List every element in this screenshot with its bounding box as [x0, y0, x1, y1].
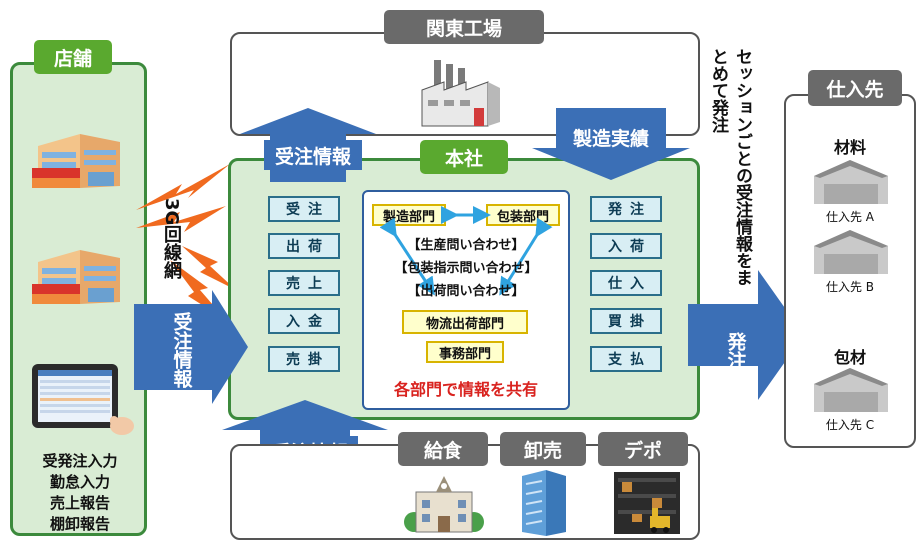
supplier-warehouse-icon: [814, 230, 888, 274]
production-results-arrow: [532, 108, 690, 180]
hq-item-receivable: 売掛: [268, 346, 340, 372]
supplier-c: 仕入先 C: [825, 418, 875, 432]
school-icon: [404, 476, 484, 533]
session-note: セッションごとの受注情報をまとめて発注: [708, 48, 752, 286]
supplier-warehouse-icon: [814, 368, 888, 412]
supplier-b: 仕入先 B: [825, 280, 875, 294]
hq-item-stocking: 仕入: [590, 270, 662, 296]
store-task-list: 受発注入力 勤怠入力 売上報告 棚卸報告: [18, 450, 142, 534]
material-label: 材料: [833, 138, 866, 157]
tablet-icon: [32, 364, 134, 435]
dept-logistics: 物流出荷部門: [402, 310, 528, 334]
hq-item-shipment: 出荷: [268, 233, 340, 259]
customer-wholesale: 卸売: [500, 432, 586, 466]
query-packaging: 【包装指示問い合わせ】: [394, 261, 538, 276]
customer-depot: デポ: [598, 432, 688, 466]
factory-title: 関東工場: [384, 10, 544, 44]
hq-title: 本社: [420, 140, 508, 174]
factory-icon: [421, 60, 500, 127]
dept-office: 事務部門: [426, 341, 504, 363]
share-caption: 各部門で情報を共有: [393, 380, 538, 399]
packaging-label: 包材: [833, 348, 866, 367]
store-task: 受発注入力: [42, 452, 118, 470]
store-order-label: 受注情報: [170, 312, 193, 388]
store-task: 勤怠入力: [49, 473, 110, 491]
hq-item-order-received: 受注: [268, 196, 340, 222]
store-title: 店舗: [34, 40, 112, 74]
store-building-icon: [32, 250, 120, 304]
supplier-a: 仕入先 A: [825, 210, 875, 224]
hq-item-arrival: 入荷: [590, 233, 662, 259]
link-arrows-icon: [379, 206, 553, 296]
query-shipment: 【出荷問い合わせ】: [407, 284, 525, 299]
hq-item-payment-in: 入金: [268, 308, 340, 334]
hq-item-sales: 売上: [268, 270, 340, 296]
store-order-arrow: [134, 290, 248, 404]
hq-item-purchase-order: 発注: [590, 196, 662, 222]
warehouse-depot-icon: [614, 472, 680, 534]
production-results-label: 製造実績: [572, 127, 649, 150]
hq-item-payment-out: 支払: [590, 346, 662, 372]
suppliers-title: 仕入先: [808, 70, 902, 106]
network-label: 3G回線網: [161, 198, 182, 280]
customer-school-lunch: 給食: [398, 432, 488, 466]
order-out-arrow: [688, 270, 804, 400]
store-task: 棚卸報告: [49, 515, 110, 533]
office-building-icon: [522, 470, 566, 536]
store-building-icon: [32, 134, 120, 188]
query-production: 【生産問い合わせ】: [407, 238, 525, 253]
supplier-warehouse-icon: [814, 160, 888, 204]
store-task: 売上報告: [49, 494, 110, 512]
hq-item-payable: 買掛: [590, 308, 662, 334]
order-info-up-label: 受注情報: [264, 140, 362, 170]
order-out-label: 発注: [724, 332, 747, 370]
